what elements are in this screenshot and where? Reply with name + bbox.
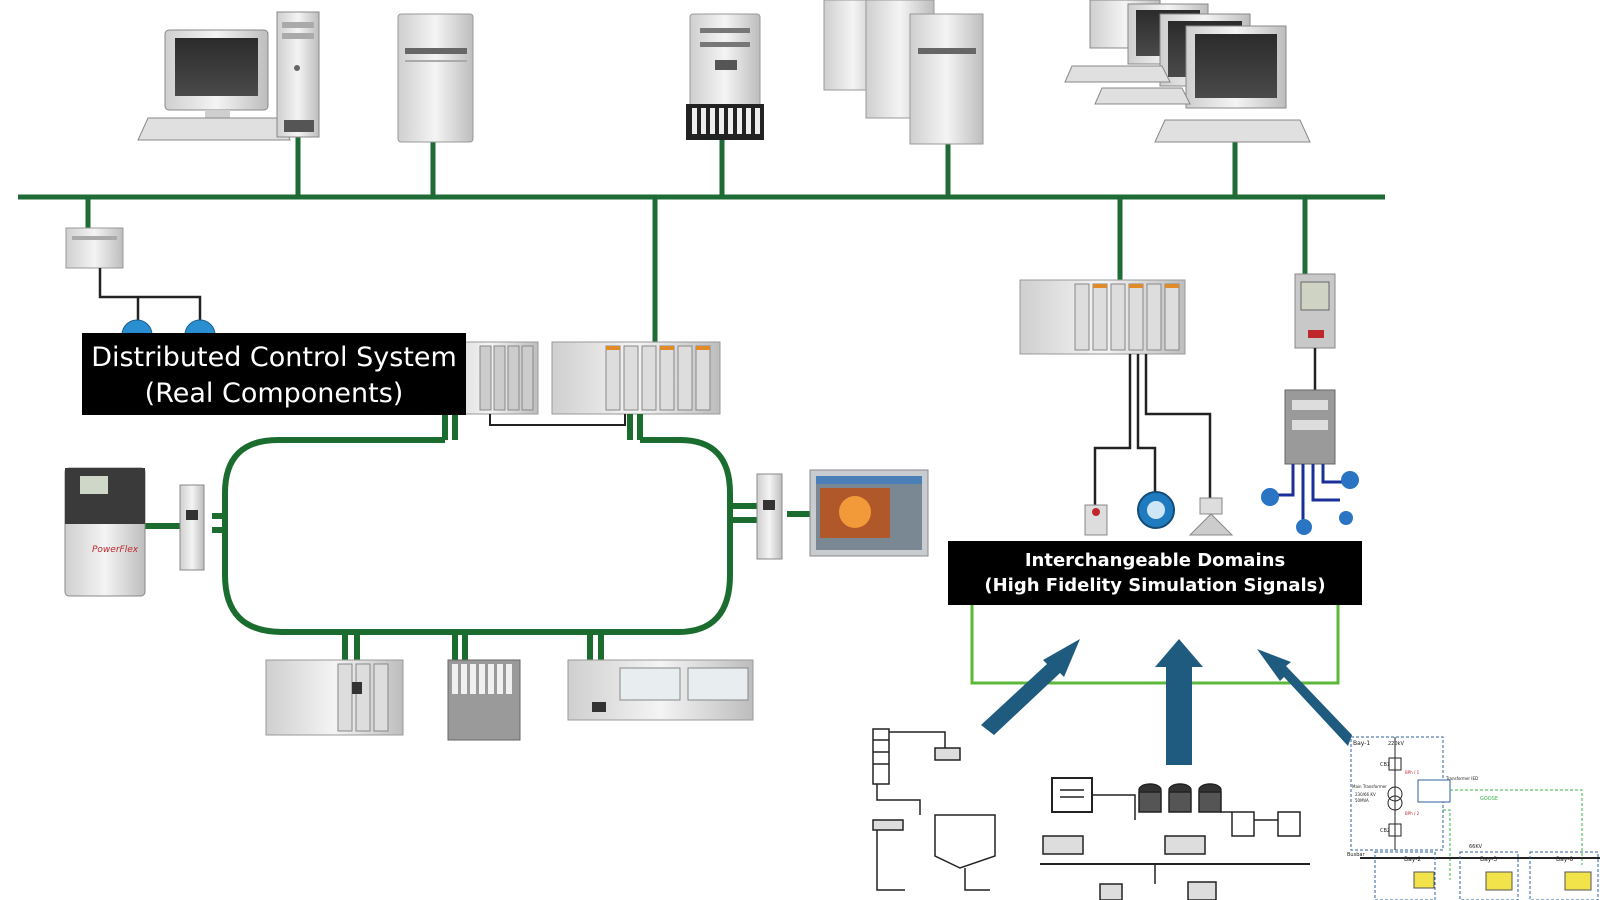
rating-label: 230/66 KV <box>1355 792 1376 797</box>
controller-rack-icon <box>1019 279 1186 355</box>
kv1-label: 220kV <box>1388 741 1404 747</box>
bay3-label: Bay-3 <box>1480 856 1497 863</box>
plc-small-icon <box>65 227 124 269</box>
svg-text:PowerFlex: PowerFlex <box>92 545 139 555</box>
hmi-panel-icon <box>1294 273 1336 349</box>
simulation-interface <box>970 600 1340 685</box>
flow-meter-icon <box>1137 491 1175 529</box>
ring-network <box>145 414 812 660</box>
io-module-icon <box>447 659 521 741</box>
dcs-label-line1: Distributed Control System <box>91 342 457 373</box>
hmi-panel-icon <box>809 469 929 557</box>
transformer-ied-label: Transformer IED <box>1445 776 1478 781</box>
dcs-label-line2: (Real Components) <box>144 378 404 409</box>
domains-label-line2: (High Fidelity Simulation Signals) <box>984 575 1326 596</box>
bph1-label: BPh / 1 <box>1405 770 1420 775</box>
cb1-label: CB1 <box>1380 762 1390 768</box>
plant-network <box>18 135 1385 345</box>
arrow-up-icon <box>981 639 1080 735</box>
rack-cable <box>489 414 626 426</box>
main-transformer-label: Main Transformer <box>1352 784 1387 789</box>
ethernet-module-icon <box>756 473 783 560</box>
domains-label: Interchangeable Domains (High Fidelity S… <box>948 541 1362 605</box>
bph2-label: BPh / 2 <box>1405 811 1420 816</box>
controller-rack-icon <box>551 341 721 415</box>
bay8-label: Bay-8 <box>1556 856 1573 863</box>
domains-label-line1: Interchangeable Domains <box>1024 550 1286 571</box>
workstation-cluster-icon <box>1064 0 1311 143</box>
goose-label: GOOSE <box>1480 796 1498 802</box>
substation-schematic-icon: Bay-1 220kV CB1 Main Transformer 230/66 … <box>1347 736 1600 900</box>
transmitter-icon <box>1261 471 1359 535</box>
bay1-label: Bay-1 <box>1353 740 1370 747</box>
process-schematic-icon <box>872 728 996 891</box>
field-wiring <box>98 268 202 325</box>
pressure-transmitter-icon <box>1084 504 1108 536</box>
drive-icon: PowerFlex <box>64 467 146 597</box>
dcs-label: Distributed Control System (Real Compone… <box>82 333 466 415</box>
io-module-icon <box>567 659 754 721</box>
cb2-label: CB2 <box>1380 828 1390 834</box>
workstation-icon <box>137 11 320 141</box>
busbar-label: Busbar <box>1347 852 1365 858</box>
transmitter-icon <box>121 319 216 336</box>
mva-label: 50MVA <box>1355 798 1369 803</box>
server-tower-icon <box>397 13 474 143</box>
arrow-up-icon <box>1155 639 1203 765</box>
io-module-icon <box>1284 389 1336 465</box>
arrow-up-icon <box>1257 649 1352 746</box>
field-wiring <box>1093 354 1212 515</box>
controller-rack-icon <box>265 659 404 736</box>
process-schematic-icon <box>1040 777 1310 900</box>
ethernet-module-icon <box>179 484 205 571</box>
server-rack-icon <box>686 13 764 140</box>
field-wiring <box>1272 464 1348 525</box>
kv2-label: 66KV <box>1469 844 1483 850</box>
bay2-label: Bay-2 <box>1404 856 1421 863</box>
valve-icon <box>1188 497 1234 536</box>
server-cluster-icon <box>823 0 984 145</box>
